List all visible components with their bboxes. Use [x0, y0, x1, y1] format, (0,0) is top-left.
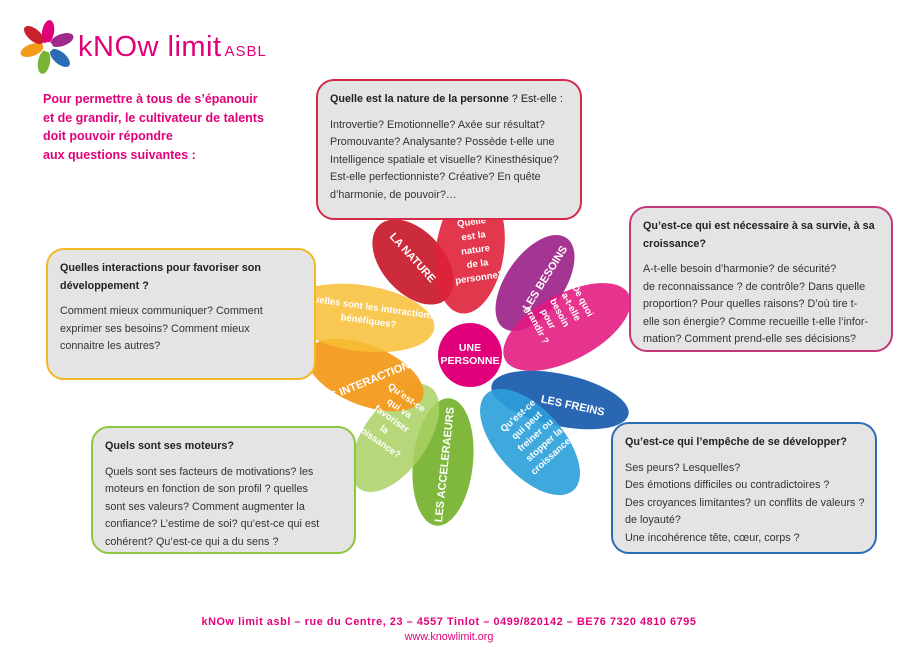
box-besoins-line: elle son énergie? Comme recueille t-elle…: [643, 315, 869, 328]
flower-center: [438, 323, 502, 387]
logo-flower-icon: [20, 20, 74, 74]
footer-brand: kNOw: [201, 616, 235, 628]
box-freins-line: Une incohérence tête, cœur, corps ?: [625, 531, 800, 544]
center-label-line: PERSONNE: [441, 355, 500, 367]
box-nature-title-main: Quelle est la nature de la personne: [330, 93, 509, 105]
petal-interactions-question: [285, 283, 435, 353]
center-label-line: UNE: [459, 342, 481, 354]
box-interactions-title-line: développement ?: [60, 279, 149, 292]
box-besoins-title: Qu’est-ce qui est nécessaire à sa survie…: [643, 218, 879, 253]
box-besoins-line: de reconnaissance ? de contrôle? Dans qu…: [643, 280, 866, 293]
petal-question-line: est la: [461, 229, 487, 243]
intro-line: et de grandir, le cultivateur de talents: [43, 110, 264, 125]
logo-name: kNOw limit: [78, 31, 222, 63]
box-nature-line: Introvertie? Emotionnelle? Axée sur résu…: [330, 118, 545, 131]
intro-line: Pour permettre à tous de s’épanouir: [43, 92, 258, 106]
box-besoins-title-line: croissance?: [643, 237, 707, 250]
petal-freins-question: [480, 388, 580, 496]
box-interactions-title: Quelles interactions pour favoriser son …: [60, 260, 302, 295]
box-freins-line: Des croyances limitantes? un conflits de…: [625, 496, 865, 509]
intro-line: aux questions suivantes :: [43, 147, 196, 162]
footer-website-link[interactable]: www.knowlimit.org: [404, 631, 494, 643]
box-freins-line: de loyauté?: [625, 514, 681, 526]
box-nature-title: Quelle est la nature de la personne ? Es…: [330, 91, 568, 109]
box-nature-line: Promouvante? Analysante? Possède t-elle …: [330, 136, 555, 148]
box-besoins-line: A-t-elle besoin d’harmonie? de sécurité?: [643, 263, 837, 275]
box-moteurs-title: Quels sont ses moteurs?: [105, 440, 234, 452]
petal-besoins-question: [503, 283, 631, 371]
petal-accelerateurs-question: [350, 383, 440, 493]
box-besoins-line: mation? Comment prend-elle ses décisions…: [643, 333, 857, 345]
box-moteurs-line: Quels sont ses facteurs de motivations? …: [105, 465, 314, 478]
footer-address: kNOw limit asbl – rue du Centre, 23 – 45…: [0, 616, 898, 628]
box-interactions: Quelles interactions pour favoriser son …: [46, 248, 316, 380]
box-besoins-line: proportion? Pour quelles raisons? D’où t…: [643, 298, 858, 310]
box-besoins-title-line: Qu’est-ce qui est nécessaire à sa survie…: [643, 220, 875, 232]
petal-besoins: [495, 234, 575, 332]
box-nature: Quelle est la nature de la personne ? Es…: [316, 79, 582, 220]
box-nature-title-suffix: ? Est-elle :: [508, 93, 563, 105]
footer-address-text: limit asbl – rue du Centre, 23 – 4557 Ti…: [234, 616, 697, 628]
box-moteurs-line: cohérent? Qu’est-ce qui a du sens ?: [105, 535, 279, 548]
box-moteurs-line: sont ses valeurs? Comment augmenter la: [105, 500, 305, 513]
box-moteurs-line: confiance? L’estime de soi? qu’est-ce qu…: [105, 518, 320, 530]
box-interactions-title-line: Quelles interactions pour favoriser son: [60, 262, 261, 274]
box-moteurs-line: moteurs en fonction de son profil ? quel…: [105, 483, 308, 495]
box-freins: Qu’est-ce qui l’empêche de se développer…: [611, 422, 877, 554]
box-nature-line: Est-elle perfectionniste? Créative? En q…: [330, 171, 541, 183]
box-besoins: Qu’est-ce qui est nécessaire à sa survie…: [629, 206, 893, 352]
box-moteurs: Quels sont ses moteurs? Quels sont ses f…: [91, 426, 356, 554]
box-interactions-line: connaitre les autres?: [60, 340, 161, 352]
intro-text: Pour permettre à tous de s’épanouir et d…: [43, 90, 303, 164]
box-freins-line: Des émotions difficiles ou contradictoir…: [625, 479, 830, 491]
box-freins-line: Ses peurs? Lesquelles?: [625, 461, 741, 474]
box-nature-line: Intelligence spatiale et visuelle? Kines…: [330, 153, 559, 166]
box-interactions-line: Comment mieux communiquer? Comment: [60, 305, 263, 317]
logo: [18, 18, 258, 76]
logo-suffix: ASBL: [224, 43, 267, 60]
petal-nature: [372, 219, 454, 305]
box-nature-line: d’harmonie, de pouvoir?…: [330, 188, 457, 201]
petal-question-line: nature: [460, 243, 490, 258]
box-freins-title: Qu’est-ce qui l’empêche de se développer…: [625, 436, 848, 448]
petal-question-line: de la: [466, 257, 490, 271]
petal-interactions: [306, 338, 424, 412]
box-interactions-line: exprimer ses besoins? Comment mieux: [60, 322, 250, 335]
intro-line: doit pouvoir répondre: [43, 129, 173, 143]
